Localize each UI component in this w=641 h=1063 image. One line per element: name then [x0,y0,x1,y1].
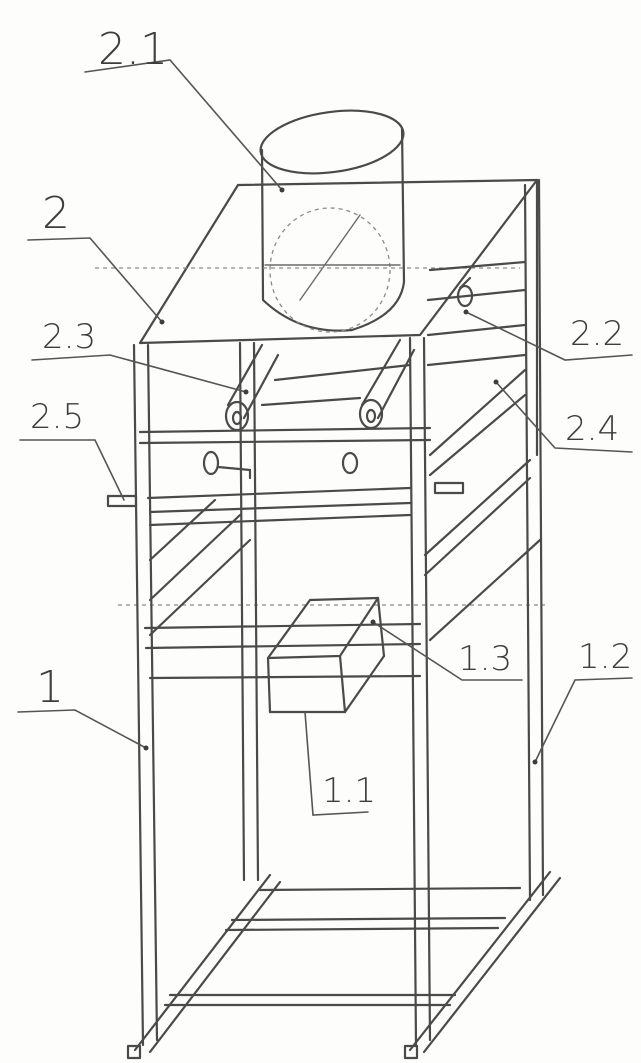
callout-2-1: 2.1 [98,24,168,75]
callout-1-2: 1.2 [578,637,632,677]
callout-2-2: 2.2 [570,314,624,354]
cross-bars [106,426,465,637]
frame-uprights [132,178,545,1047]
callout-2-4: 2.4 [565,409,619,449]
side-slats [423,260,542,642]
collection-box [266,596,386,714]
callout-labels: 2.1 2 2.3 2.2 2.5 2.4 1 1.3 1.2 1.1 [30,24,632,811]
hopper-cylinder [259,109,406,333]
base-skid [126,870,562,1060]
lower-cross-beam [143,622,422,680]
callout-2: 2 [42,188,70,239]
feed-rollers [224,276,474,432]
callout-2-5: 2.5 [30,397,84,437]
callout-1: 1 [36,662,64,713]
callout-1-3: 1.3 [458,639,512,679]
leader-lines [17,59,633,816]
top-panel [138,178,539,457]
callout-2-3: 2.3 [42,317,96,357]
callout-1-1: 1.1 [322,771,376,811]
